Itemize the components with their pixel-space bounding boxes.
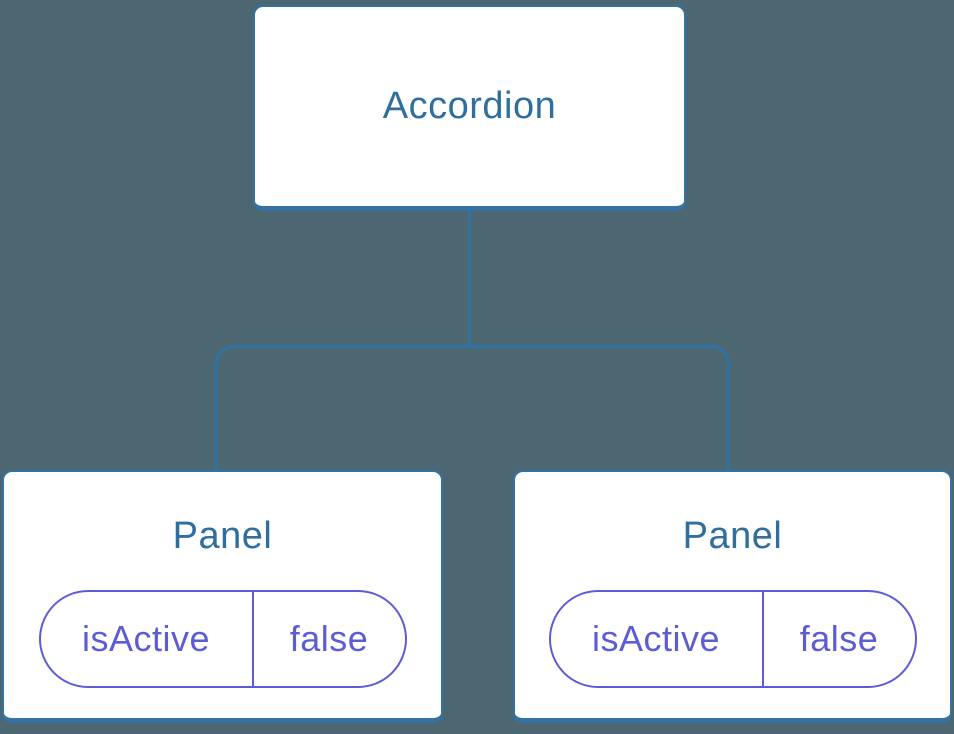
state-value: false bbox=[251, 592, 405, 686]
tree-node-accordion: Accordion bbox=[253, 5, 686, 211]
state-pill: isActive false bbox=[38, 590, 407, 688]
panel-node-label: Panel bbox=[682, 515, 783, 557]
state-key: isActive bbox=[592, 618, 721, 659]
connector-stem-line bbox=[468, 209, 471, 347]
tree-node-panel-1: Panel isActive false bbox=[2, 470, 443, 723]
state-pill: isActive false bbox=[548, 590, 917, 688]
accordion-node-label: Accordion bbox=[382, 85, 557, 127]
connector-branch-lines bbox=[215, 345, 730, 470]
state-key: isActive bbox=[82, 618, 211, 659]
state-value: false bbox=[761, 592, 915, 686]
tree-node-panel-2: Panel isActive false bbox=[513, 470, 952, 723]
panel-node-label: Panel bbox=[172, 515, 273, 557]
